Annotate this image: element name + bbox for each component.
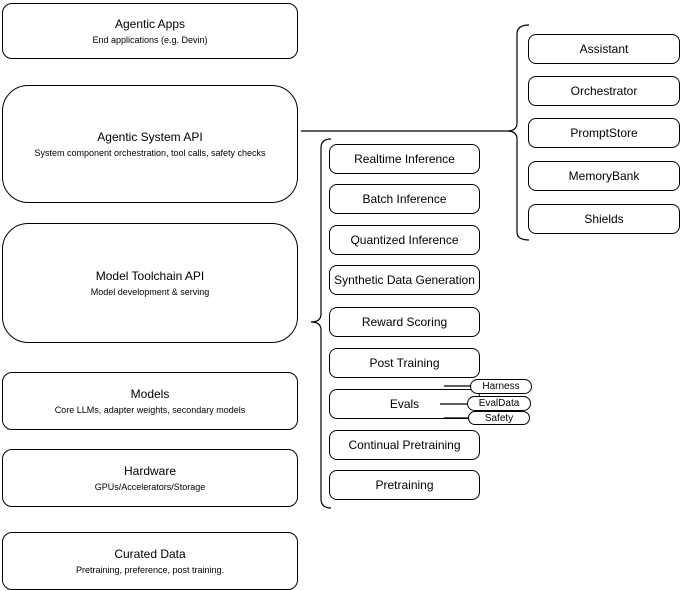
toolchain-item-label: Synthetic Data Generation bbox=[334, 273, 475, 287]
layer-title: Model Toolchain API bbox=[95, 268, 205, 283]
layer-subtitle: End applications (e.g. Devin) bbox=[92, 34, 208, 45]
toolchain-item-label: Quantized Inference bbox=[350, 233, 459, 247]
eval-badge-evaldata: EvalData bbox=[467, 396, 531, 411]
layer-title: Models bbox=[130, 386, 170, 401]
system-component-memorybank: MemoryBank bbox=[528, 161, 680, 191]
system-component-label: Assistant bbox=[579, 42, 629, 56]
eval-badge-label: Harness bbox=[482, 381, 520, 392]
layer-subtitle: Core LLMs, adapter weights, secondary mo… bbox=[54, 404, 246, 415]
toolchain-item-label: Evals bbox=[389, 397, 420, 411]
layer-title: Hardware bbox=[123, 463, 177, 478]
toolchain-brace-icon bbox=[310, 138, 332, 509]
layer-subtitle: Model development & serving bbox=[90, 286, 210, 297]
system-component-label: Shields bbox=[584, 212, 624, 226]
eval-badge-label: EvalData bbox=[478, 398, 520, 409]
layer-box-hardware: Hardware GPUs/Accelerators/Storage bbox=[2, 449, 298, 507]
toolchain-item-label: Realtime Inference bbox=[354, 152, 455, 166]
toolchain-item-label: Post Training bbox=[369, 356, 440, 370]
toolchain-item-batch-inference: Batch Inference bbox=[329, 184, 480, 214]
system-component-orchestrator: Orchestrator bbox=[528, 76, 680, 106]
toolchain-item-realtime-inference: Realtime Inference bbox=[329, 144, 480, 174]
toolchain-item-pretraining: Pretraining bbox=[329, 470, 480, 500]
system-component-assistant: Assistant bbox=[528, 34, 680, 64]
toolchain-item-reward-scoring: Reward Scoring bbox=[329, 307, 480, 337]
eval-badge-harness: Harness bbox=[470, 379, 532, 394]
toolchain-item-quantized-inference: Quantized Inference bbox=[329, 225, 480, 255]
layer-subtitle: Pretraining, preference, post training. bbox=[75, 564, 225, 575]
toolchain-item-label: Batch Inference bbox=[362, 192, 447, 206]
system-components-brace-icon bbox=[506, 24, 530, 241]
system-component-label: PromptStore bbox=[570, 126, 638, 140]
layer-title: Curated Data bbox=[114, 546, 186, 561]
system-component-shields: Shields bbox=[528, 204, 680, 234]
toolchain-item-label: Pretraining bbox=[375, 478, 434, 492]
layer-box-model-toolchain-api: Model Toolchain API Model development & … bbox=[2, 223, 298, 343]
layer-box-agentic-system-api: Agentic System API System component orch… bbox=[2, 85, 298, 203]
toolchain-item-post-training: Post Training bbox=[329, 348, 480, 378]
layer-subtitle: System component orchestration, tool cal… bbox=[34, 147, 266, 158]
system-component-label: MemoryBank bbox=[568, 169, 640, 183]
toolchain-item-label: Continual Pretraining bbox=[348, 438, 461, 452]
layer-title: Agentic Apps bbox=[114, 16, 186, 31]
toolchain-item-label: Reward Scoring bbox=[361, 315, 448, 329]
system-component-promptstore: PromptStore bbox=[528, 118, 680, 148]
eval-badge-safety: Safety bbox=[468, 411, 530, 425]
toolchain-item-synthetic-data-generation: Synthetic Data Generation bbox=[329, 265, 480, 295]
toolchain-item-continual-pretraining: Continual Pretraining bbox=[329, 430, 480, 460]
eval-badge-label: Safety bbox=[484, 412, 514, 424]
layer-title: Agentic System API bbox=[97, 129, 203, 144]
system-component-label: Orchestrator bbox=[570, 84, 638, 98]
layer-box-curated-data: Curated Data Pretraining, preference, po… bbox=[2, 532, 298, 590]
layer-box-agentic-apps: Agentic Apps End applications (e.g. Devi… bbox=[2, 3, 298, 59]
layer-box-models: Models Core LLMs, adapter weights, secon… bbox=[2, 372, 298, 430]
layer-subtitle: GPUs/Accelerators/Storage bbox=[94, 481, 206, 492]
